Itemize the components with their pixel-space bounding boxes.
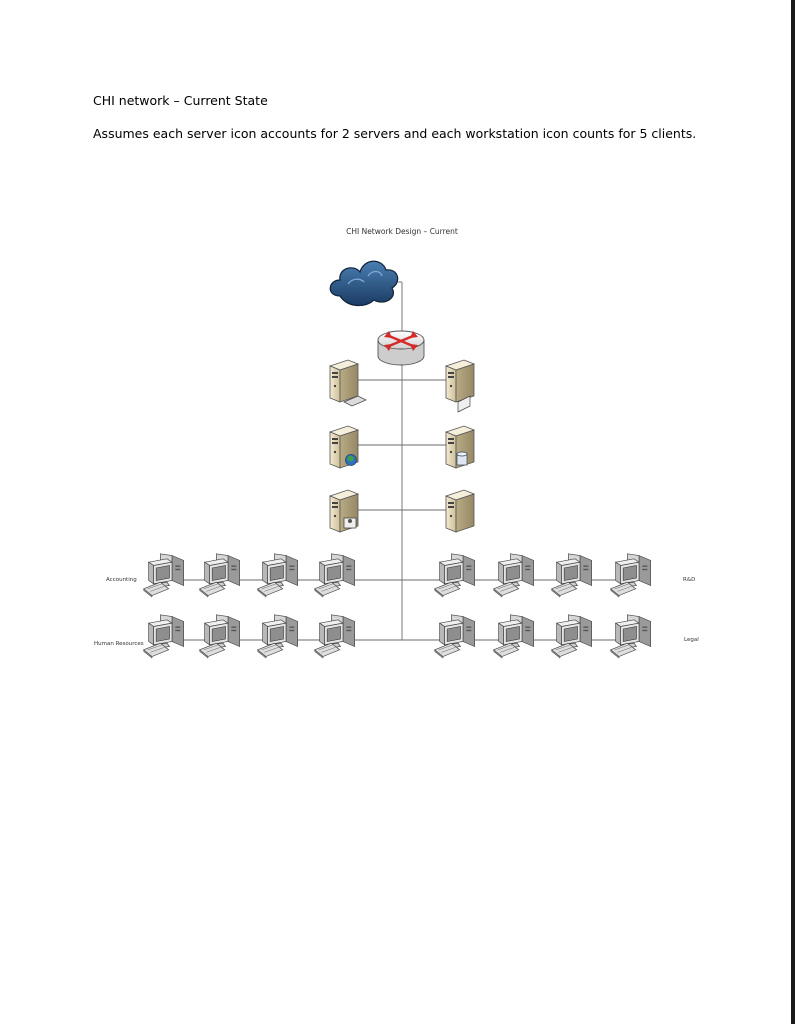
department-label-accounting: Accounting [106, 577, 137, 583]
department-label-rd: R&D [683, 577, 695, 583]
workstation-icon [314, 553, 356, 598]
workstations [143, 553, 652, 659]
server-icon [445, 489, 475, 533]
document-heading: CHI network – Current State [93, 93, 268, 108]
workstation-icon [551, 553, 593, 598]
workstation-icon [199, 614, 241, 659]
workstation-icon [493, 553, 535, 598]
workstation-icon [610, 553, 652, 598]
workstation-icon [143, 553, 185, 598]
document-note: Assumes each server icon accounts for 2 … [93, 126, 697, 141]
server-printer-icon [445, 359, 475, 413]
workstation-icon [493, 614, 535, 659]
server-database-icon [445, 425, 475, 469]
workstation-icon [434, 614, 476, 659]
department-label-human-resources: Human Resources [94, 641, 144, 647]
server-user-icon [329, 489, 359, 533]
workstation-icon [143, 614, 185, 659]
workstation-icon [314, 614, 356, 659]
workstation-icon [610, 614, 652, 659]
workstation-icon [551, 614, 593, 659]
diagram-title: CHI Network Design – Current [346, 227, 458, 236]
page-edge [791, 0, 795, 1024]
server-keyboard-icon [329, 359, 367, 407]
workstation-icon [257, 614, 299, 659]
cloud-icon [329, 260, 399, 307]
workstation-icon [257, 553, 299, 598]
workstation-icon [199, 553, 241, 598]
workstation-icon [434, 553, 476, 598]
department-label-legal: Legal [684, 637, 699, 643]
router-icon [377, 330, 425, 366]
server-globe-icon [329, 425, 359, 469]
